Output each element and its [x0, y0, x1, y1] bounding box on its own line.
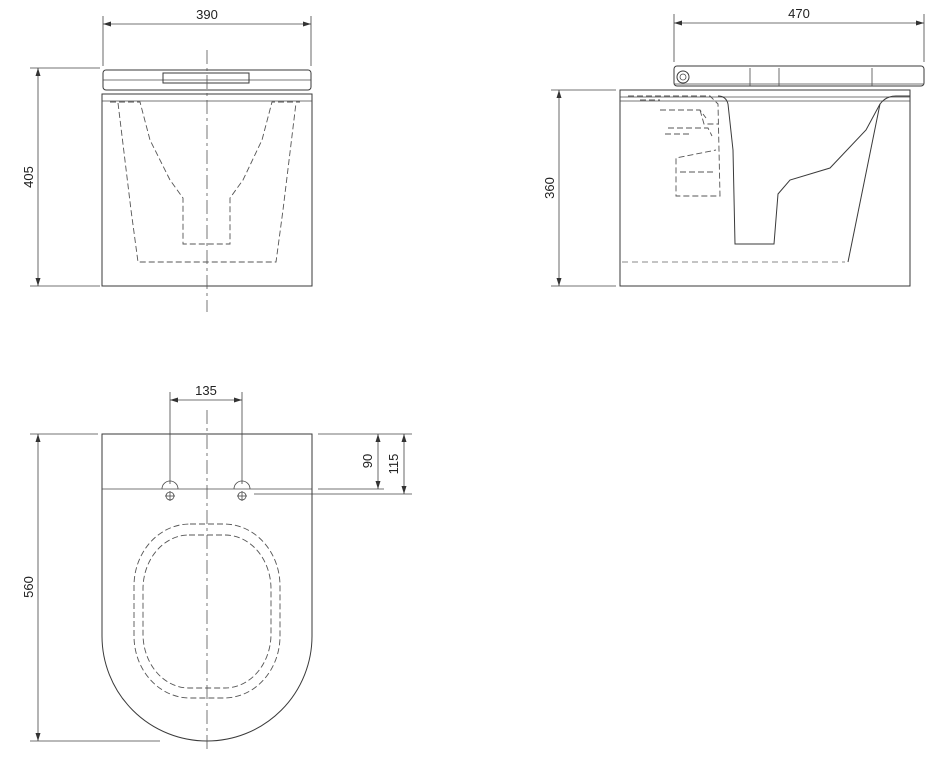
side-hidden-trap	[628, 95, 721, 197]
dim-label-hole-spacing: 135	[195, 383, 217, 398]
plan-outline	[101, 433, 313, 742]
dim-label-plan-length: 560	[21, 576, 36, 598]
side-view: 470 360	[542, 6, 925, 287]
side-hinge-circle	[676, 70, 690, 84]
front-view: 390 405	[21, 7, 313, 312]
dim-label-front-height: 405	[21, 166, 36, 188]
front-hinge-block	[162, 72, 250, 84]
side-bowl-body	[619, 89, 911, 287]
dim-label-hole-offset-90: 90	[360, 454, 375, 468]
side-seat-lid	[673, 65, 925, 87]
plan-view: 135 90 115 560	[21, 383, 412, 752]
dim-label-front-width: 390	[196, 7, 218, 22]
dim-label-side-height: 360	[542, 177, 557, 199]
dim-label-side-depth: 470	[788, 6, 810, 21]
dim-label-hole-offset-115: 115	[386, 454, 401, 475]
front-hidden-trap	[110, 101, 300, 245]
side-bowl-contour	[727, 95, 910, 245]
